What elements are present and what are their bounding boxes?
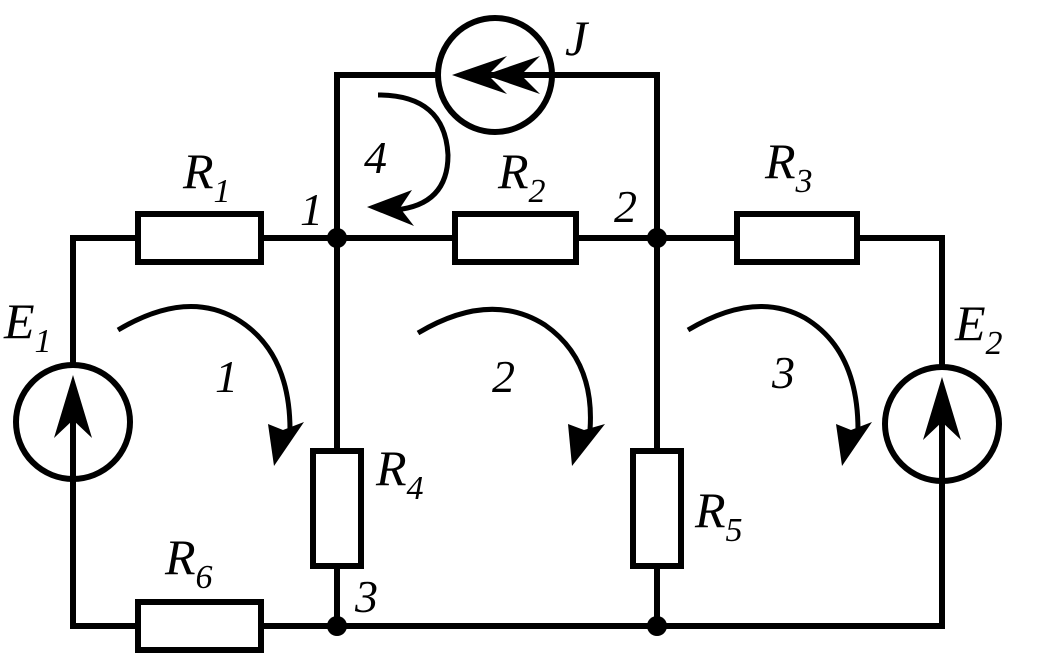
node-dot-2 bbox=[647, 228, 667, 248]
loop-arrow-3-arc bbox=[686, 303, 861, 431]
label-r6: R6 bbox=[164, 529, 213, 596]
loop-arrow-2-arc bbox=[416, 306, 593, 431]
source-e1 bbox=[13, 362, 133, 485]
label-r2: R2 bbox=[497, 143, 546, 210]
source-e2-arrow-icon bbox=[923, 377, 961, 440]
label-r5: R5 bbox=[694, 482, 743, 549]
loop-arrow-3 bbox=[686, 303, 872, 466]
resistor-r5 bbox=[630, 448, 684, 569]
loop-arrow-1 bbox=[116, 303, 304, 466]
resistor-r1 bbox=[135, 211, 264, 265]
source-j-arrow-icon-1 bbox=[452, 56, 507, 94]
resistor-r6 bbox=[135, 599, 264, 653]
label-e1: E1 bbox=[3, 293, 52, 360]
resistor-r4 bbox=[310, 448, 364, 569]
loop-label-2: 2 bbox=[492, 351, 515, 402]
source-e2 bbox=[882, 364, 1002, 486]
node-label-3: 3 bbox=[354, 571, 378, 622]
loop-arrow-3-head-icon bbox=[836, 422, 872, 466]
label-r4: R4 bbox=[375, 440, 424, 507]
loop-arrow-2 bbox=[416, 306, 605, 466]
loop-arrow-4-head-icon bbox=[367, 190, 414, 226]
source-j-arrow-icon-2 bbox=[485, 56, 540, 94]
loop-arrow-1-arc bbox=[116, 303, 293, 431]
label-r1: R1 bbox=[182, 143, 231, 210]
loop-label-3: 3 bbox=[771, 347, 795, 398]
node-dot-1 bbox=[327, 228, 347, 248]
source-j bbox=[435, 15, 555, 135]
loop-label-1: 1 bbox=[215, 351, 238, 402]
source-e1-arrow-icon bbox=[54, 375, 92, 438]
node-label-1: 1 bbox=[300, 184, 323, 235]
loop-arrow-2-head-icon bbox=[568, 424, 605, 466]
loop-arrow-1-head-icon bbox=[268, 422, 304, 466]
node-dot-3 bbox=[327, 616, 347, 636]
node-label-2: 2 bbox=[614, 181, 637, 232]
label-e2: E2 bbox=[954, 295, 1003, 362]
resistor-r3 bbox=[734, 211, 860, 265]
node-dot-bottom-right bbox=[647, 616, 667, 636]
label-j: J bbox=[565, 10, 590, 66]
label-r3: R3 bbox=[764, 133, 813, 200]
loop-arrow-4 bbox=[367, 92, 451, 226]
resistor-r2 bbox=[452, 211, 579, 265]
loop-label-4: 4 bbox=[364, 132, 387, 183]
loop-arrow-4-arc bbox=[377, 92, 451, 213]
